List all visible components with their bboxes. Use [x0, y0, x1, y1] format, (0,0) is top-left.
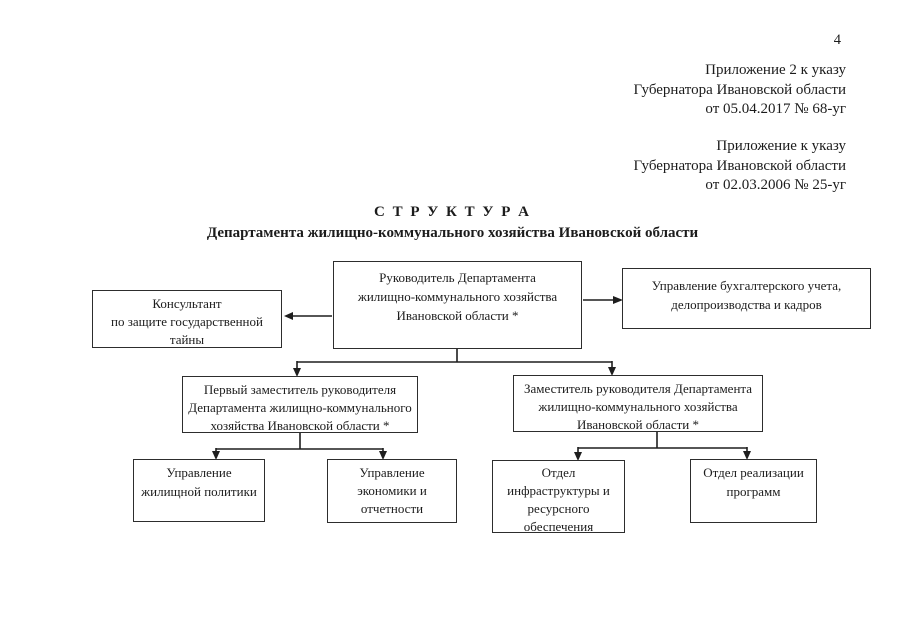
org-box-housing-policy: Управление жилищной политики: [133, 459, 265, 522]
appendix-note-1: Приложение 2 к указу Губернатора Ивановс…: [633, 62, 846, 117]
org-box-programs: Отдел реализации программ: [690, 459, 817, 523]
connector-head-to-deputies: [293, 349, 616, 377]
connector-head-to-consultant: [284, 312, 332, 320]
org-box-first-deputy: Первый заместитель руководителя Департам…: [182, 376, 418, 433]
org-box-accounting: Управление бухгалтерского учета, делопро…: [622, 268, 871, 329]
org-box-economics: Управление экономики и отчетности: [327, 459, 457, 523]
connector-first-deputy-to-departments: [212, 433, 387, 460]
org-box-deputy: Заместитель руководителя Департамента жи…: [513, 375, 763, 432]
page-number: 4: [833, 32, 841, 48]
org-box-head: Руководитель Департамента жилищно-коммун…: [333, 261, 582, 349]
connector-head-to-accounting: [583, 296, 623, 304]
structure-title: С Т Р У К Т У Р А: [374, 204, 531, 220]
structure-subtitle: Департамента жилищно-коммунального хозяй…: [206, 225, 699, 241]
org-box-infrastructure: Отдел инфраструктуры и ресурсного обеспе…: [492, 460, 625, 534]
document-title: С Т Р У К Т У Р А Департамента жилищно-к…: [0, 202, 905, 244]
appendix-note-2: Приложение к указу Губернатора Ивановско…: [633, 138, 846, 193]
org-box-consultant: Консультант по защите государственной та…: [92, 290, 282, 348]
connector-deputy-to-departments: [574, 432, 751, 461]
